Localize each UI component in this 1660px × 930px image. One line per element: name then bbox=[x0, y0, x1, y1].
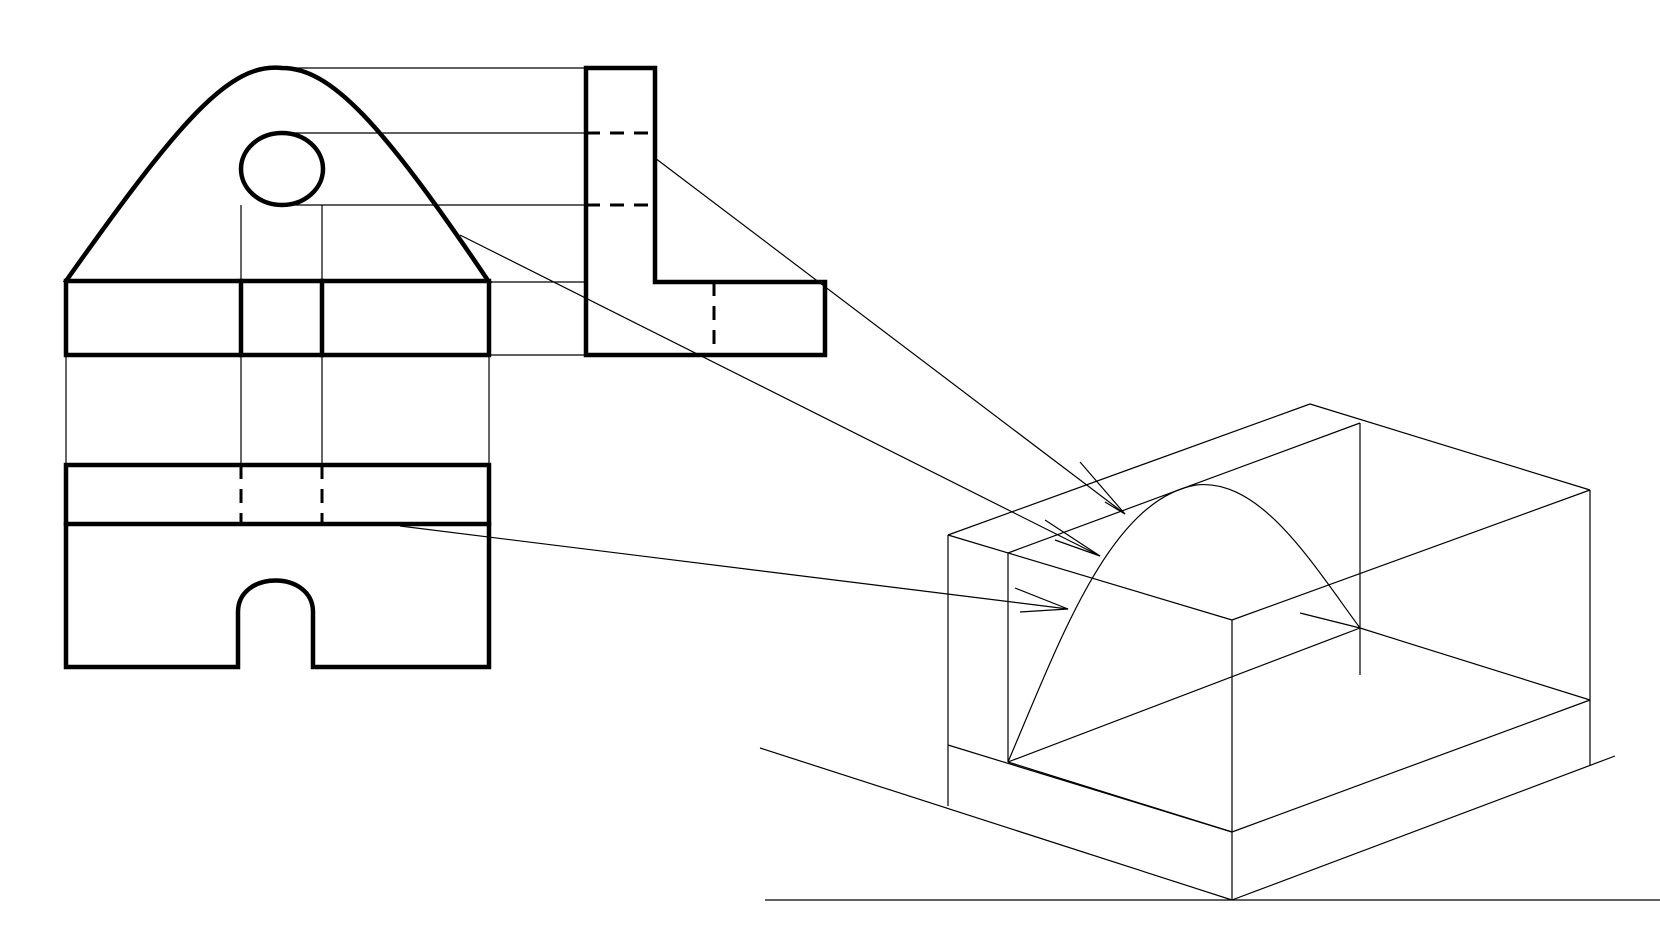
iso-box-top-front-left bbox=[947, 534, 1233, 621]
side-view bbox=[583, 65, 828, 358]
iso-base-top-right bbox=[1231, 699, 1591, 833]
projection-lines bbox=[65, 67, 1126, 613]
side-view-outline bbox=[583, 65, 828, 358]
iso-arch-curve bbox=[1007, 484, 1361, 763]
iso-mark bbox=[1299, 612, 1361, 629]
top-view-upright bbox=[63, 462, 492, 527]
hole-circle bbox=[238, 130, 326, 208]
top-view bbox=[63, 462, 492, 670]
isometric-construction bbox=[759, 403, 1660, 901]
iso-ground-right bbox=[1231, 755, 1616, 901]
leader-line-3 bbox=[399, 525, 1069, 610]
arrowhead-2 bbox=[1044, 519, 1101, 557]
leader-line-2 bbox=[459, 234, 1101, 557]
iso-upright-base bbox=[1007, 627, 1361, 763]
iso-base-right bbox=[1359, 627, 1591, 701]
iso-box-top-front-right bbox=[1231, 489, 1591, 621]
front-view bbox=[62, 65, 493, 358]
arrowhead-3 bbox=[1014, 587, 1069, 613]
iso-base-diagonal-guide bbox=[1008, 700, 1590, 762]
top-view-base bbox=[63, 521, 492, 670]
iso-box-top-back-right bbox=[1309, 403, 1591, 491]
iso-base-front bbox=[1007, 761, 1233, 833]
arrowhead-1 bbox=[1079, 461, 1126, 515]
iso-box-top-back-left bbox=[947, 403, 1311, 536]
front-view-base bbox=[63, 278, 492, 358]
front-view-arch bbox=[62, 65, 493, 286]
leader-line-1 bbox=[654, 157, 1126, 515]
iso-ground-left bbox=[759, 747, 1233, 901]
